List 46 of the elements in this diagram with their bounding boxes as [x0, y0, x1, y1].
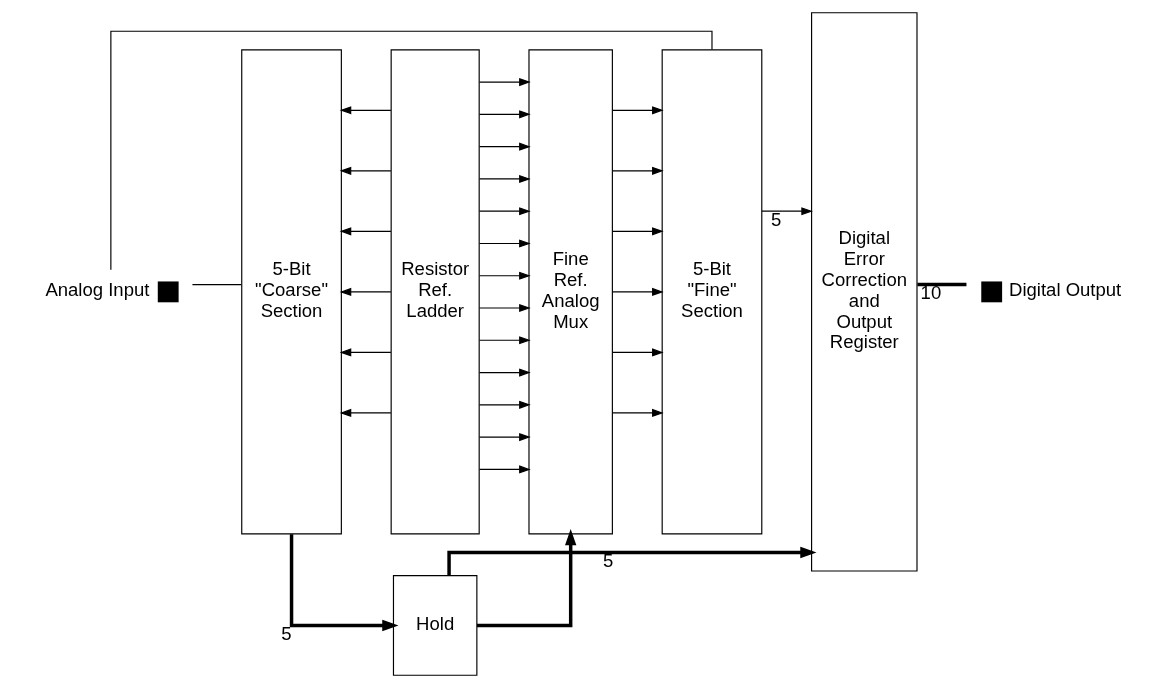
arrow [478, 465, 531, 474]
arrow [611, 227, 664, 236]
arrow [339, 106, 391, 115]
arrow [339, 408, 391, 417]
arrow [760, 207, 813, 216]
node-box [157, 281, 179, 303]
edge-label: 5 [770, 209, 781, 231]
arrow [611, 408, 664, 417]
arrow [476, 529, 576, 628]
node-box: Resistor Ref. Ladder [390, 49, 480, 535]
node-box [980, 281, 1002, 303]
arrow [478, 271, 531, 280]
arrow [478, 303, 531, 313]
connector [109, 30, 713, 271]
connector [916, 282, 966, 287]
node-box: Digital Error Correction and Output Register [810, 12, 918, 572]
edge-label: 5 [602, 550, 613, 572]
edge-label: 5 [280, 623, 292, 645]
node-label: Analog Input [44, 279, 149, 301]
arrow [478, 400, 531, 409]
arrow [339, 166, 391, 175]
arrow [478, 78, 531, 87]
arrow [478, 336, 531, 345]
arrow [339, 348, 391, 357]
connector [191, 283, 242, 286]
arrow [611, 348, 664, 357]
arrow [339, 287, 391, 296]
arrow [478, 142, 531, 151]
node-label: Digital Output [1008, 279, 1121, 301]
arrow [339, 227, 391, 236]
edge-label: 10 [920, 282, 941, 304]
arrow [611, 106, 664, 115]
arrow [478, 433, 531, 442]
node-box: 5-Bit "Coarse" Section [240, 49, 342, 535]
node-box: Fine Ref. Analog Mux [527, 49, 613, 535]
arrow [289, 534, 398, 632]
arrow [446, 546, 817, 576]
arrow [478, 207, 531, 216]
arrow [478, 239, 531, 248]
arrow [611, 287, 664, 296]
node-box: 5-Bit "Fine" Section [661, 49, 762, 535]
arrow [478, 174, 531, 183]
arrow [478, 110, 531, 119]
arrow [611, 166, 664, 175]
node-box: Hold [392, 575, 477, 676]
arrow [478, 368, 531, 377]
